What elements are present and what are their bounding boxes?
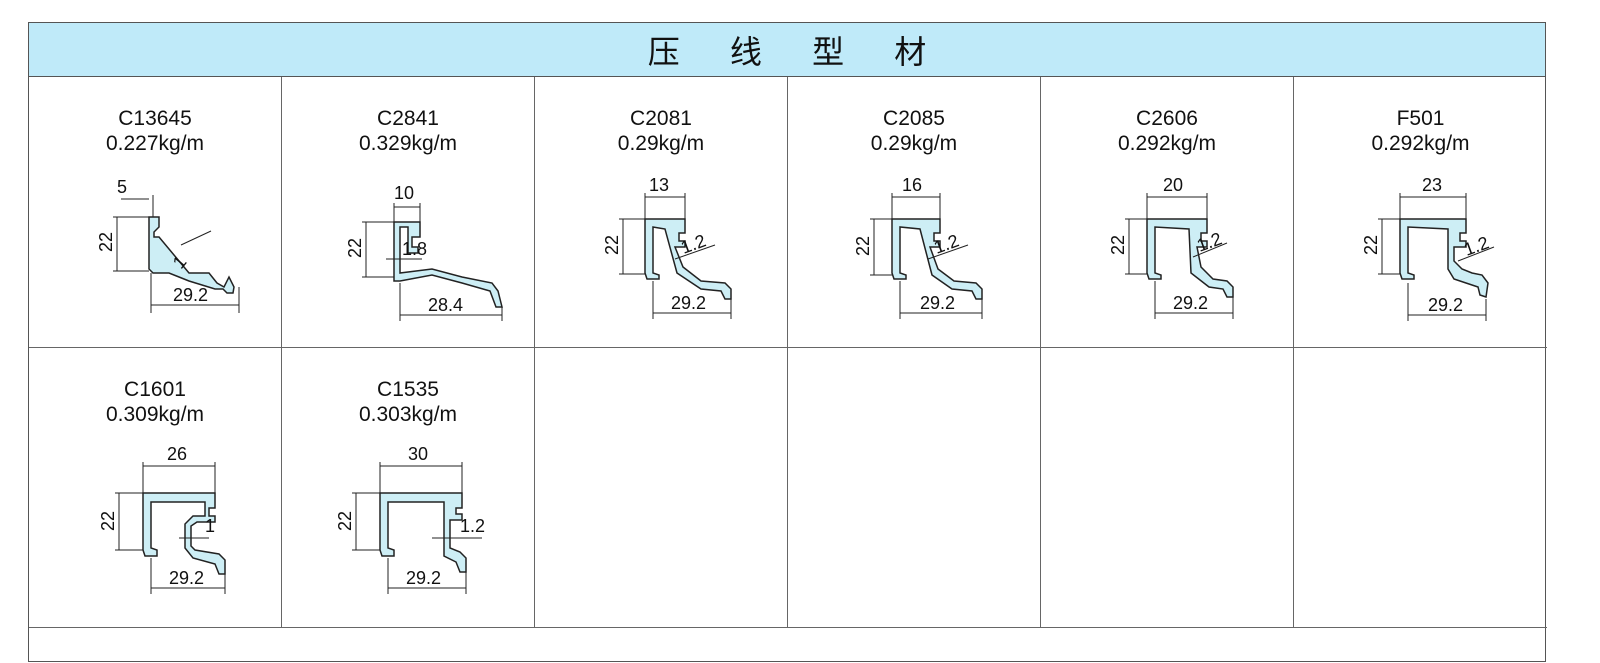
profile-code: F501 [1396, 107, 1445, 130]
profile-shape [148, 216, 235, 294]
dim-thickness: 1.2 [678, 230, 708, 257]
dim-width: 5 [117, 177, 127, 197]
profile-weight: 0.303kg/m [358, 403, 458, 426]
dim-height: 22 [1361, 235, 1381, 255]
profile-shape [1146, 218, 1234, 298]
dim-width: 30 [408, 444, 428, 464]
dim-height: 22 [96, 232, 116, 252]
profile-drawing: 23 22 1.2 29.2 [1361, 175, 1495, 321]
profile-code: C1601 [124, 378, 186, 401]
profile-code: C2841 [377, 107, 439, 130]
profile-code: C13645 [118, 107, 192, 130]
dim-length: 29.2 [920, 293, 955, 313]
dim-width: 13 [649, 175, 669, 195]
dim-length: 29.2 [1173, 293, 1208, 313]
profile-drawing: 10 22 1.8 28.4 [345, 183, 503, 321]
empty-cell [1041, 348, 1294, 628]
dim-height: 22 [1108, 235, 1128, 255]
dim-length: 29.2 [169, 568, 204, 588]
dim-height: 22 [335, 511, 355, 531]
dim-thickness: 1.2 [1461, 232, 1491, 259]
table-title-bar: 压 线 型 材 [29, 23, 1545, 77]
profile-cell-c2081: C2081 0.29kg/m 13 22 1.2 [535, 77, 788, 348]
empty-cell [788, 348, 1041, 628]
profile-code: C2606 [1136, 107, 1198, 130]
dim-length: 29.2 [406, 568, 441, 588]
profile-cell-f501: F501 0.292kg/m 23 22 1.2 [1294, 77, 1547, 348]
dim-height: 22 [345, 238, 365, 258]
dim-height: 22 [602, 235, 622, 255]
dim-width: 20 [1163, 175, 1183, 195]
profile-cell-c1535: C1535 0.303kg/m 30 22 1.2 [282, 348, 535, 628]
profile-cell-c13645: C13645 0.227kg/m 5 22 1 29.2 [29, 77, 282, 348]
dim-length: 29.2 [671, 293, 706, 313]
profile-grid: C13645 0.227kg/m 5 22 1 29.2 [29, 77, 1547, 663]
profile-weight: 0.292kg/m [1117, 132, 1217, 155]
profile-weight: 0.29kg/m [617, 132, 705, 155]
profile-cell-c1601: C1601 0.309kg/m 26 22 1 [29, 348, 282, 628]
dim-length: 29.2 [173, 285, 208, 305]
profile-code: C2085 [883, 107, 945, 130]
empty-cell [1294, 348, 1547, 628]
profile-shape [891, 218, 983, 300]
profile-weight: 0.309kg/m [105, 403, 205, 426]
profile-drawing: 26 22 1 29.2 [98, 444, 226, 594]
dim-thickness: 1.2 [460, 516, 485, 536]
profile-cell-c2606: C2606 0.292kg/m 20 22 1.2 [1041, 77, 1294, 348]
profile-cell-c2841: C2841 0.329kg/m 10 22 1.8 [282, 77, 535, 348]
profile-shape [142, 492, 226, 575]
dim-height: 22 [98, 511, 118, 531]
profile-shape [393, 221, 503, 308]
catalog-table: 压 线 型 材 C13645 0.227kg/m 5 22 1 [28, 22, 1547, 663]
profile-weight: 0.29kg/m [870, 132, 958, 155]
dim-width: 16 [902, 175, 922, 195]
profile-drawing: 16 22 1.2 29.2 [853, 175, 983, 319]
profile-drawing: 5 22 1 29.2 [96, 177, 240, 313]
dim-thickness: 1 [205, 516, 215, 536]
profile-weight: 0.227kg/m [105, 132, 205, 155]
profile-cell-c2085: C2085 0.29kg/m 16 22 1.2 [788, 77, 1041, 348]
dim-width: 10 [394, 183, 414, 203]
profile-code: C1535 [377, 378, 439, 401]
dim-length: 28.4 [428, 295, 463, 315]
profile-drawing: 13 22 1.2 29.2 [602, 175, 732, 319]
dim-width: 23 [1422, 175, 1442, 195]
profile-weight: 0.292kg/m [1371, 132, 1470, 155]
table-title: 压 线 型 材 [647, 32, 947, 71]
dim-thickness: 1.8 [402, 239, 427, 259]
profile-drawing: 30 22 1.2 29.2 [335, 444, 485, 594]
profile-shape [1399, 218, 1489, 298]
profile-shape [379, 492, 467, 573]
dim-length: 29.2 [1428, 295, 1463, 315]
dim-thickness: 1.2 [931, 230, 961, 257]
profile-shape [644, 218, 732, 300]
profile-drawing: 20 22 1.2 29.2 [1108, 175, 1234, 319]
profile-weight: 0.329kg/m [358, 132, 458, 155]
profile-code: C2081 [630, 107, 692, 130]
dim-height: 22 [853, 236, 873, 256]
dim-width: 26 [167, 444, 187, 464]
empty-cell [535, 348, 788, 628]
